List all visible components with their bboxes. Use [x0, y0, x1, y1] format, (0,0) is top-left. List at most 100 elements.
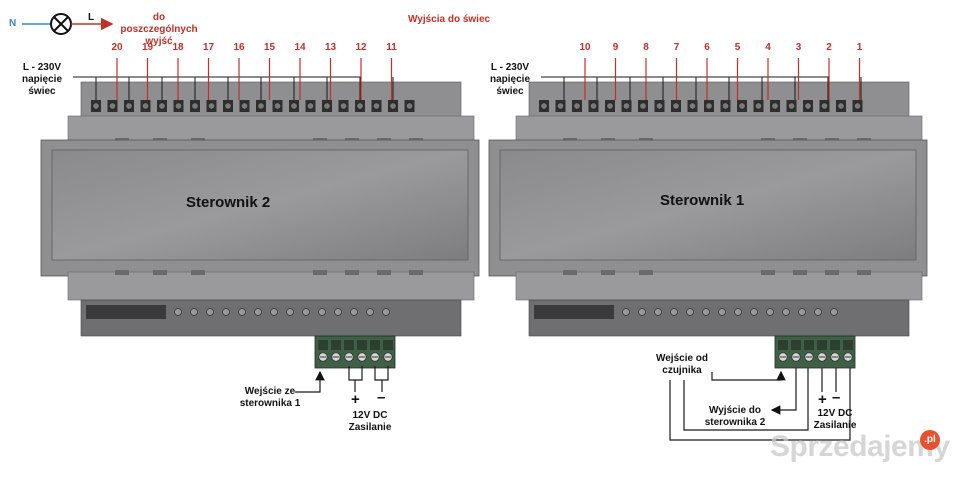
c2-green-slot	[357, 340, 367, 350]
to-outputs-label: do poszczególnych wyjść	[120, 12, 198, 47]
c2-top-screw-head	[389, 102, 397, 110]
c2-terminal-number: 18	[172, 42, 184, 53]
c2-top-screw-head	[273, 102, 281, 110]
c1-vent	[601, 270, 615, 275]
c2-lid	[51, 149, 469, 261]
c1-bottom-screw	[814, 308, 822, 316]
c1-green-slot	[791, 340, 801, 350]
c2-green-block-body	[314, 335, 396, 369]
c1-lid	[499, 149, 917, 261]
wiring-lines	[73, 58, 862, 441]
c2-green-slot	[370, 340, 380, 350]
c1-top-screw-head	[606, 102, 614, 110]
c1-green-slot	[804, 340, 814, 350]
c2-top-screw-head	[257, 102, 265, 110]
c1-terminal-number: 2	[826, 42, 832, 53]
c2-vent	[345, 270, 359, 275]
c1-bottom-screw	[718, 308, 726, 316]
c1-output-label: Wyjście do sterownika 2	[704, 405, 766, 428]
c2-terminal-number: 13	[324, 42, 337, 53]
c2-top-screw-head	[191, 102, 199, 110]
c1-dc-minus: –	[832, 389, 841, 406]
controller-2-device	[40, 81, 480, 369]
c2-vent	[377, 270, 391, 275]
c2-top-screw-head	[175, 102, 183, 110]
c1-top-screw-head	[787, 102, 795, 110]
c2-bottom-screw	[238, 308, 246, 316]
c1-bottom-screw	[734, 308, 742, 316]
c1-vent	[563, 270, 577, 275]
c2-bottom-screw	[350, 308, 358, 316]
c1-bottom-screw	[750, 308, 758, 316]
c2-dc-label: 12V DC Zasilanie	[348, 410, 392, 433]
c2-terminal-number: 20	[111, 42, 123, 53]
c2-dc-minus: –	[377, 389, 386, 406]
c1-terminal-number: 1	[856, 42, 863, 53]
c2-vent	[115, 270, 129, 275]
c1-sensor-arrow	[711, 370, 786, 381]
c1-top-rail	[528, 81, 910, 119]
c2-green-slot	[344, 340, 354, 350]
c2-top-screw-head	[290, 102, 298, 110]
c2-bottom-screw	[318, 308, 326, 316]
c2-vent	[153, 270, 167, 275]
c1-bottom-screw	[622, 308, 630, 316]
c1-terminal-number: 7	[673, 42, 680, 53]
c2-input-label: Wejście ze sterownika 1	[239, 386, 301, 409]
c1-top-screw-head	[853, 102, 861, 110]
neutral-label: N	[9, 18, 17, 29]
c1-top-screw-head	[705, 102, 713, 110]
c2-bottom-screw	[206, 308, 214, 316]
c1-top-screw-head	[837, 102, 845, 110]
c1-dc-plus: +	[818, 391, 827, 408]
c1-vent	[639, 270, 653, 275]
c2-terminal-number: 19	[141, 42, 154, 53]
c2-terminal-number: 17	[202, 42, 215, 53]
c2-terminal-number: 16	[233, 42, 245, 53]
c1-bottom-screw	[686, 308, 694, 316]
c2-bottom-screw	[366, 308, 374, 316]
c1-vent	[761, 270, 775, 275]
c2-top-screw-head	[208, 102, 216, 110]
c1-loop-wire-inner	[683, 368, 809, 431]
c2-bottom-screw	[286, 308, 294, 316]
c2-top-screw-head	[405, 102, 413, 110]
c2-top-screw-head	[158, 102, 166, 110]
c1-bottom-screw	[830, 308, 838, 316]
c2-green-slot	[383, 340, 393, 350]
c1-top-terminal-strip	[539, 100, 863, 112]
c1-bottom-screw	[766, 308, 774, 316]
c1-green-block-body	[774, 335, 856, 369]
c1-terminal-number: 8	[643, 42, 649, 53]
c1-green-terminal-block	[774, 335, 856, 369]
line-label: L	[88, 12, 95, 23]
c2-top-terminal-strip	[91, 100, 415, 112]
c1-vent	[857, 270, 871, 275]
c2-top-screw-head	[339, 102, 347, 110]
c1-top-screw-head	[639, 102, 647, 110]
controller-1-name: Sterownik 1	[660, 192, 745, 209]
c2-dc-plus: +	[351, 391, 360, 408]
c2-vent	[191, 270, 205, 275]
c1-terminal-number: 4	[765, 42, 771, 53]
c2-bottom-screw	[174, 308, 182, 316]
lamp-legend	[22, 13, 114, 35]
c1-bottom-terminal-strip	[622, 308, 838, 316]
c1-green-slot	[843, 340, 853, 350]
c2-bottom-screw	[254, 308, 262, 316]
c1-top-screw-head	[622, 102, 630, 110]
c2-top-screw-head	[372, 102, 380, 110]
c1-sensor-label: Wejście od czujnika	[655, 353, 709, 376]
c1-bottom-screw	[670, 308, 678, 316]
c1-terminal-number: 6	[704, 42, 710, 53]
c1-bottom-screw	[782, 308, 790, 316]
c1-top-screw-head	[721, 102, 729, 110]
c2-top-screw-head	[356, 102, 364, 110]
c2-top-screw-head	[306, 102, 314, 110]
c1-green-slot	[830, 340, 840, 350]
c1-top-screw-head	[804, 102, 812, 110]
c2-terminal-number: 14	[294, 42, 306, 53]
c2-top-rail	[80, 81, 462, 119]
